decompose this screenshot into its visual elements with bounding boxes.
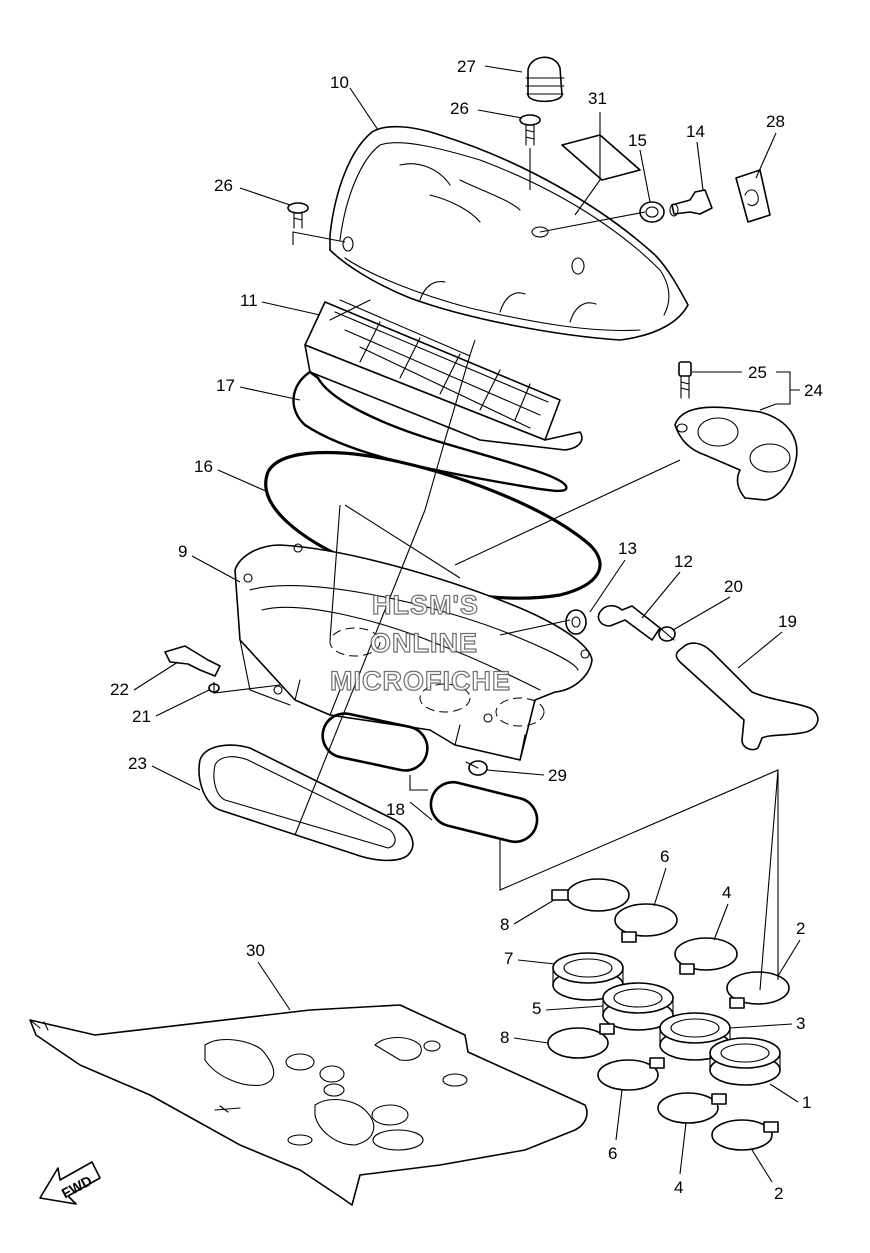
- watermark: HLSM'S ONLINE MICROFICHE: [329, 589, 511, 696]
- callout-4a: 4: [722, 883, 731, 902]
- callout-11: 11: [240, 291, 258, 310]
- callout-1: 1: [802, 1093, 811, 1112]
- callout-28: 28: [766, 112, 785, 131]
- gasket-18-upper: [321, 712, 429, 772]
- callout-29: 29: [548, 766, 567, 785]
- watermark-line-2: ONLINE: [370, 628, 478, 658]
- callout-27: 27: [457, 57, 476, 76]
- callout-5: 5: [532, 999, 541, 1018]
- hose-clamp-20: [658, 626, 676, 642]
- clamp-8-lower: [547, 1023, 615, 1059]
- air-filter-element: [304, 299, 583, 451]
- watermark-line-1: HLSM'S: [372, 590, 479, 620]
- callout-9: 9: [178, 542, 187, 561]
- screw-26-left: [287, 202, 309, 229]
- screw-26-upper: [519, 114, 541, 146]
- clamp-2-upper: [726, 971, 790, 1009]
- joint-1: [709, 1037, 781, 1086]
- clamp-2-lower: [711, 1119, 779, 1151]
- rubber-plug: [525, 56, 565, 103]
- callouts: 10 27 26 31 15 14 28 26 11 17 16 9 25 24…: [110, 57, 823, 1203]
- callout-6b: 6: [608, 1144, 617, 1163]
- callout-18: 18: [386, 800, 405, 819]
- clamp-6-upper: [614, 903, 678, 943]
- callout-25: 25: [748, 363, 767, 382]
- label-31: [561, 134, 641, 181]
- callout-4b: 4: [674, 1178, 683, 1197]
- hose-19: [675, 642, 819, 751]
- callout-2b: 2: [774, 1184, 783, 1203]
- bracket-24: [674, 406, 798, 501]
- callout-23: 23: [128, 754, 147, 773]
- callout-8a: 8: [500, 915, 509, 934]
- callout-10: 10: [330, 73, 349, 92]
- air-box-case: [234, 543, 593, 761]
- callout-2a: 2: [796, 919, 805, 938]
- seal-17: [292, 370, 568, 493]
- callout-8b: 8: [500, 1028, 509, 1047]
- callout-15: 15: [628, 131, 647, 150]
- clip-28: [735, 169, 771, 223]
- callout-24: 24: [804, 381, 823, 400]
- callout-22: 22: [110, 680, 129, 699]
- assembly-lines: [213, 130, 779, 991]
- gasket-18-lower: [429, 780, 539, 844]
- callout-30: 30: [246, 941, 265, 960]
- callout-12: 12: [674, 552, 693, 571]
- callout-31: 31: [588, 89, 607, 108]
- callout-16: 16: [194, 457, 213, 476]
- clamp-8-upper: [551, 878, 630, 912]
- clamp-4-lower: [657, 1092, 727, 1124]
- sheet-30: [29, 1004, 588, 1206]
- callout-26a: 26: [450, 99, 469, 118]
- cap-13: [565, 609, 587, 635]
- callout-17: 17: [216, 376, 235, 395]
- forward-direction-arrow: FWD: [39, 1161, 101, 1205]
- watermark-line-3: MICROFICHE: [330, 666, 511, 696]
- bolt-25: [678, 361, 692, 399]
- clamp-6-lower: [597, 1057, 665, 1091]
- callout-6a: 6: [660, 847, 669, 866]
- callout-13: 13: [618, 539, 637, 558]
- callout-26b: 26: [214, 176, 233, 195]
- callout-20: 20: [724, 577, 743, 596]
- bracket-22: [164, 645, 221, 677]
- joint-5: [602, 982, 674, 1031]
- fitting-14: [669, 189, 713, 217]
- clamp-29: [465, 760, 488, 776]
- callout-14: 14: [686, 122, 705, 141]
- hose-fitting-12: [597, 604, 661, 641]
- grommet-15: [639, 201, 665, 223]
- callout-7: 7: [504, 949, 513, 968]
- callout-3: 3: [796, 1014, 805, 1033]
- callout-19: 19: [778, 612, 797, 631]
- intake-duct-frame: [198, 744, 414, 862]
- callout-21: 21: [132, 707, 151, 726]
- clamp-4-upper: [674, 937, 738, 975]
- air-box-cover: [329, 125, 689, 341]
